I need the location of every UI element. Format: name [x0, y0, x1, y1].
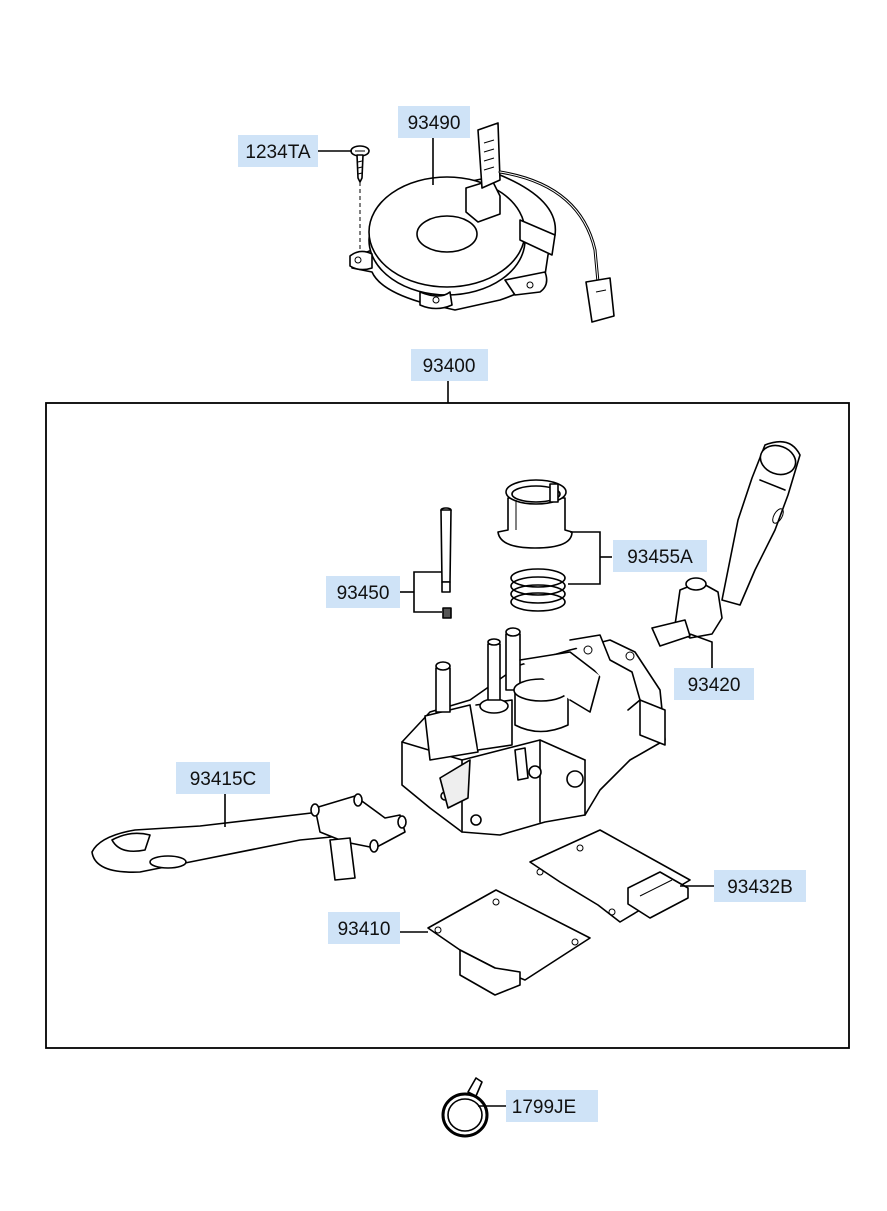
label-93450: 93450	[326, 576, 400, 608]
turn-signal-stalk-part	[91, 793, 407, 881]
label-93490: 93490	[398, 106, 470, 138]
label-93410: 93410	[328, 912, 400, 944]
label-text-1799JE: 1799JE	[512, 1097, 576, 1118]
label-text-93455A: 93455A	[627, 547, 693, 568]
label-1799JE: 1799JE	[506, 1090, 598, 1122]
label-1234TA: 1234TA	[238, 135, 318, 167]
label-text-93415C: 93415C	[190, 769, 257, 790]
label-text-93450: 93450	[337, 583, 390, 604]
label-text-1234TA: 1234TA	[245, 142, 310, 163]
label-93455A: 93455A	[613, 540, 707, 572]
label-93420: 93420	[674, 668, 754, 700]
label-text-93410: 93410	[338, 919, 391, 940]
label-93400: 93400	[411, 349, 488, 381]
wiper-stalk-part	[651, 440, 801, 647]
label-text-93490: 93490	[408, 113, 461, 134]
screw-part	[350, 145, 370, 250]
bushing-part	[497, 479, 573, 549]
lower-plate-b-part	[529, 829, 691, 923]
clamp-part	[441, 1077, 489, 1138]
clock-spring-part	[349, 122, 615, 323]
leader-lines	[224, 137, 714, 1107]
label-93415C: 93415C	[176, 762, 270, 794]
switch-body-part	[401, 627, 666, 836]
label-93432B: 93432B	[714, 870, 806, 902]
pin-part	[440, 507, 452, 619]
lower-plate-a-part	[427, 889, 591, 996]
label-text-93420: 93420	[688, 675, 741, 696]
label-text-93432B: 93432B	[727, 877, 793, 898]
coil-spring-part	[510, 568, 566, 612]
label-text-93400: 93400	[423, 356, 476, 377]
